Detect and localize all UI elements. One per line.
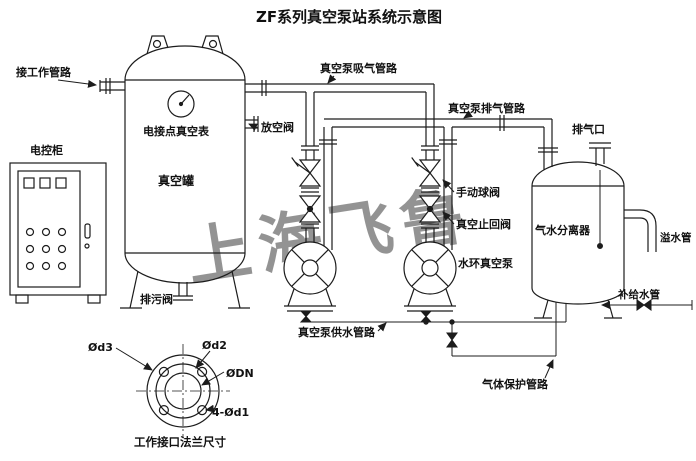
label-flange-dn: ØDN — [226, 367, 254, 380]
label-work-pipe: 接工作管路 — [16, 65, 72, 79]
vent-valve-nozzle — [245, 116, 259, 132]
electric-control-cabinet — [9, 162, 107, 304]
exhaust-pipe — [319, 115, 558, 250]
contact-vacuum-gauge-icon — [167, 90, 195, 118]
check-valve-icon — [298, 195, 322, 210]
leader-lines — [57, 74, 554, 413]
label-flange-d3: Ød3 — [88, 341, 113, 354]
label-overflow-pipe: 溢水管 — [660, 231, 692, 244]
label-flange-caption: 工作接口法兰尺寸 — [134, 435, 226, 449]
lifting-lug — [146, 35, 169, 55]
work-pipe-nozzle — [99, 78, 125, 94]
gas-protection-pipe-lines — [446, 302, 557, 357]
label-vent-valve: 放空阀 — [260, 120, 294, 134]
overflow-pipe — [624, 209, 657, 252]
vacuum-tank — [99, 35, 259, 309]
small-valve-icon — [636, 299, 652, 311]
ball-valve-icon — [298, 159, 322, 174]
label-contact-vacuum-gauge: 电接点真空表 — [143, 124, 210, 138]
small-valve-icon — [299, 310, 313, 323]
small-valve-icon — [446, 332, 458, 348]
label-flange-d2: Ød2 — [202, 339, 227, 352]
label-vacuum-check-valve: 真空止回阀 — [456, 217, 511, 231]
valve-stack-1 — [291, 145, 322, 242]
label-water-ring-pump: 水环真空泵 — [458, 256, 513, 270]
label-vacuum-tank: 真空罐 — [158, 173, 194, 188]
small-valve-icon — [419, 310, 433, 323]
lifting-lug — [201, 35, 224, 55]
label-manual-ball-valve: 手动球阀 — [456, 185, 500, 199]
label-control-cabinet: 电控柜 — [30, 143, 63, 157]
flange-detail — [136, 344, 230, 438]
ball-valve-icon — [418, 159, 442, 174]
label-makeup-water-pipe: 补给水管 — [617, 288, 660, 301]
water-supply-line — [299, 303, 567, 325]
makeup-water-line — [601, 299, 693, 311]
label-exhaust-line: 真空泵排气管路 — [448, 101, 526, 115]
label-exhaust-port: 排气口 — [572, 122, 605, 136]
label-gas-protection-line: 气体保护管路 — [481, 377, 549, 391]
label-drain-valve: 排污阀 — [140, 292, 173, 306]
label-gas-water-separator: 气水分离器 — [534, 223, 591, 237]
label-suction-line: 真空泵吸气管路 — [320, 61, 398, 75]
label-pump-water-supply-line: 真空泵供水管路 — [298, 325, 376, 339]
valve-stack-2 — [411, 145, 442, 242]
water-ring-pump-1 — [283, 241, 337, 312]
drain-valve-nozzle — [173, 282, 193, 301]
label-flange-bolt-holes: 4-Ød1 — [212, 406, 249, 419]
page-title: ZF系列真空泵站系统示意图 — [256, 8, 442, 26]
exhaust-port-nozzle — [589, 142, 611, 166]
check-valve-icon — [418, 195, 442, 210]
water-ring-pump-2 — [403, 241, 457, 312]
cabinet-handle — [84, 223, 91, 239]
gas-water-separator — [531, 142, 657, 319]
suction-pipe — [245, 80, 435, 146]
